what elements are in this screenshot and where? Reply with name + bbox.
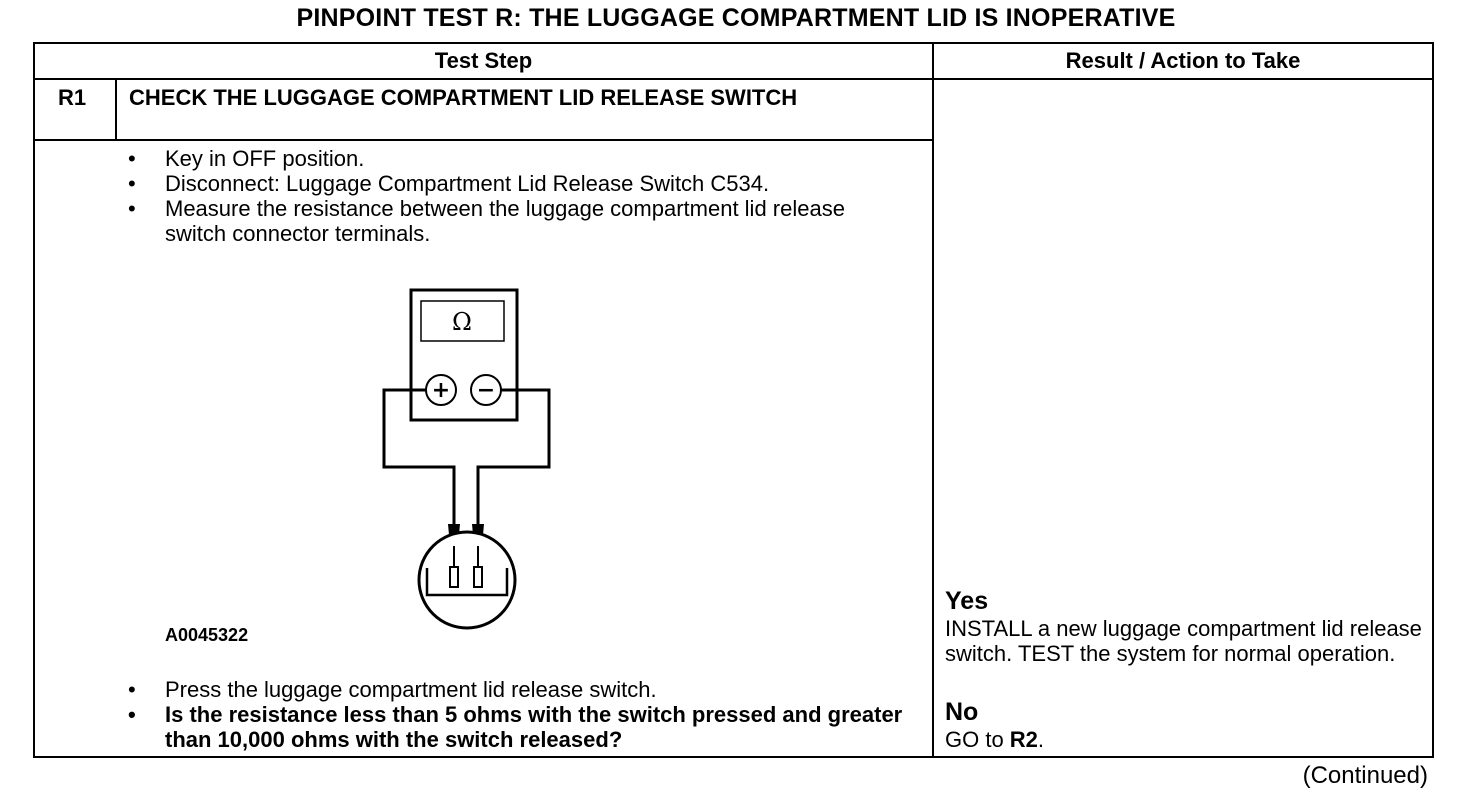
question-text: Is the resistance less than 5 ohms with … [165, 702, 903, 752]
result-no-label: No [945, 698, 979, 726]
result-yes-action: INSTALL a new luggage compartment lid re… [945, 616, 1422, 666]
meter-display [420, 300, 505, 342]
bullet-glyph: • [128, 702, 136, 727]
page-title: PINPOINT TEST R: THE LUGGAGE COMPARTMENT… [296, 4, 1176, 32]
bullet-glyph: • [128, 146, 136, 171]
list-item: • Disconnect: Luggage Compartment Lid Rel… [128, 171, 888, 196]
list-item: • Press the luggage compartment lid relea… [128, 677, 918, 702]
header-result-action: Result / Action to Take [1065, 48, 1301, 73]
result-no-action: GO to R2. [945, 727, 1425, 752]
table-bottom-border [33, 756, 1434, 758]
goto-text: GO to [945, 727, 1010, 752]
list-item: • Is the resistance less than 5 ohms with… [128, 702, 918, 752]
header-test-step: Test Step [434, 48, 533, 73]
instruction-text: Press the luggage compartment lid releas… [165, 677, 657, 702]
ohmmeter-diagram: Ω + − [382, 288, 551, 630]
plus-lead [382, 388, 456, 526]
goto-target: R2 [1009, 727, 1038, 752]
header-bottom-border [33, 78, 1434, 80]
step-instructions-before: • Key in OFF position. • Disconnect: Lugga… [128, 146, 888, 246]
step-instructions-after: • Press the luggage compartment lid relea… [128, 677, 918, 752]
bullet-glyph: • [128, 196, 136, 221]
minus-lead [476, 388, 551, 526]
instruction-text: Measure the resistance between the lugga… [165, 196, 845, 246]
goto-suffix: . [1037, 727, 1045, 752]
step-id-divider [115, 78, 117, 140]
bullet-glyph: • [128, 677, 136, 702]
result-yes-label: Yes [945, 587, 989, 615]
table-right-border [1432, 42, 1434, 758]
switch-connector [417, 530, 517, 630]
connector-housing [425, 568, 509, 597]
column-divider [932, 42, 934, 758]
ohm-symbol: Ω [452, 308, 472, 336]
connector-terminal-1 [449, 566, 459, 588]
table-top-border [33, 42, 1434, 44]
instruction-text: Key in OFF position. [165, 146, 365, 171]
figure-id: A0045322 [165, 625, 249, 645]
instruction-text: Disconnect: Luggage Compartment Lid Rele… [165, 171, 770, 196]
list-item: • Key in OFF position. [128, 146, 888, 171]
minus-sign: − [477, 378, 495, 403]
continued-note: (Continued) [1302, 762, 1428, 789]
step-title-divider [33, 139, 934, 141]
list-item: • Measure the resistance between the lugg… [128, 196, 888, 246]
step-title: CHECK THE LUGGAGE COMPARTMENT LID RELEAS… [129, 85, 798, 110]
table-left-border [33, 42, 35, 758]
step-id: R1 [58, 85, 87, 110]
plus-sign: + [432, 378, 450, 403]
connector-terminal-2 [473, 566, 483, 588]
bullet-glyph: • [128, 171, 136, 196]
